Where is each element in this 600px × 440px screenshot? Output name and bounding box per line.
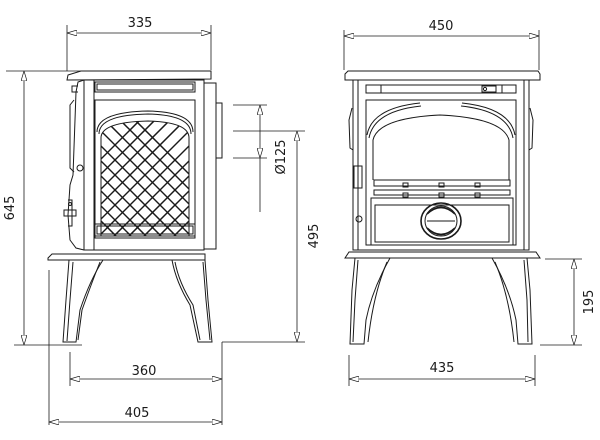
dim-label-leg-depth: 360 — [132, 364, 157, 379]
air-damper-strip — [365, 84, 517, 94]
lattice-grid — [101, 121, 189, 236]
lattice-window — [100, 120, 190, 237]
base-plate-front — [344, 251, 541, 259]
damper-slider — [481, 85, 497, 93]
body-front — [352, 79, 530, 251]
dim-label-top-depth: 335 — [128, 16, 153, 31]
base-plate — [47, 253, 206, 261]
door-knob — [355, 215, 363, 223]
grate-upper-bar — [373, 179, 511, 187]
front-leg — [62, 259, 104, 343]
dim-label-overall-height: 645 — [3, 196, 18, 221]
side-view-dimensions: 335 645 Ø125 495 360 405 — [3, 16, 322, 425]
grate-lower-bar — [373, 189, 511, 196]
dim-label-flue-diameter: Ø125 — [274, 139, 289, 174]
left-side-handle — [348, 107, 354, 151]
dim-label-leg-width: 435 — [430, 361, 455, 376]
ashpan-door — [370, 197, 514, 246]
front-view — [344, 70, 541, 345]
door-latch — [353, 165, 363, 189]
side-view — [47, 70, 223, 343]
rear-collar — [203, 82, 217, 250]
right-side-handle — [528, 107, 534, 151]
rear-leg — [171, 259, 213, 343]
flue-outlet — [215, 102, 223, 159]
door-handle — [63, 209, 77, 217]
top-plate-front — [344, 70, 541, 81]
dim-label-flue-centre-height: 495 — [307, 224, 322, 249]
firebox-arch — [372, 114, 510, 180]
top-plate — [66, 70, 212, 81]
dim-label-overall-depth: 405 — [125, 406, 150, 421]
dim-label-top-width: 450 — [429, 19, 454, 34]
dim-label-leg-height: 195 — [582, 290, 597, 315]
door-hinge-profile — [67, 79, 85, 251]
ashpan-air-vent — [420, 202, 462, 240]
front-view-dimensions: 450 195 435 — [343, 19, 597, 386]
